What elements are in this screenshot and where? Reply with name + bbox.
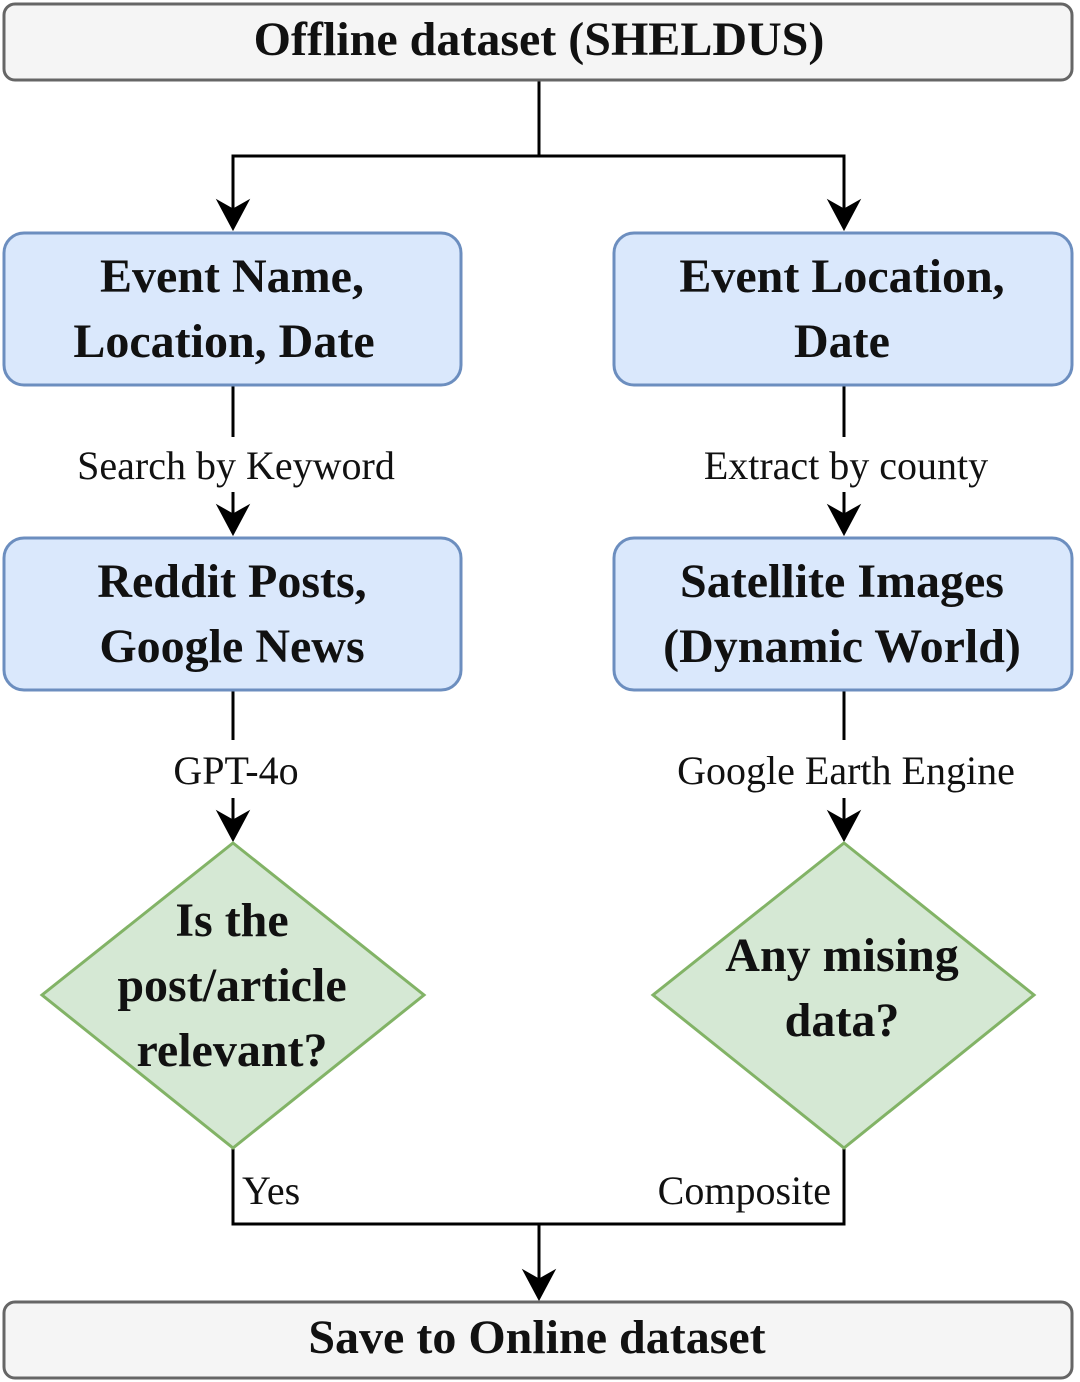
event-location-box: Event Location, Date [612,231,1074,387]
satellite-images-box: Satellite Images (Dynamic World) [612,536,1074,692]
event-name-label-line1: Event Name, [100,250,364,303]
satellite-images-label-line1: Satellite Images [680,555,1004,608]
arrowhead-right1 [826,198,862,232]
arrowhead-left-decision [215,809,251,843]
reddit-news-label-line2: Google News [99,620,364,673]
split-connector [231,80,541,214]
event-location-rect [612,231,1074,387]
search-by-keyword-label: Search by Keyword [77,443,395,488]
arrowhead-right2 [826,503,862,537]
relevance-label-line3: relevant? [136,1024,327,1077]
arrowhead-left1 [215,198,251,232]
reddit-news-rect [2,536,463,692]
event-name-rect [2,231,463,387]
composite-label: Composite [658,1168,831,1213]
missing-data-diamond [650,841,1037,1150]
save-online-dataset-label: Save to Online dataset [308,1311,765,1364]
yes-label: Yes [242,1168,300,1213]
satellite-images-label-line2: (Dynamic World) [663,620,1021,673]
relevance-diamond [39,841,427,1150]
event-location-label-line1: Event Location, [679,250,1004,303]
google-earth-engine-label: Google Earth Engine [677,748,1015,793]
arrowhead-left2 [215,503,251,537]
reddit-news-label-line1: Reddit Posts, [97,555,366,608]
offline-dataset-box: Offline dataset (SHELDUS) [2,2,1074,82]
missing-data-label-line1: Any mising [725,929,958,982]
event-name-label-line2: Location, Date [73,315,374,368]
offline-dataset-label: Offline dataset (SHELDUS) [254,13,825,66]
satellite-images-rect [612,536,1074,692]
save-online-dataset-rect [2,1300,1074,1380]
reddit-news-box: Reddit Posts, Google News [2,536,463,692]
gpt-4o-label: GPT-4o [173,748,298,793]
event-location-label-line2: Date [794,315,890,368]
extract-by-county-label: Extract by county [704,443,988,488]
offline-dataset-rect [2,2,1074,82]
arrowhead-bottom [521,1268,557,1302]
missing-data-label-line2: data? [785,994,900,1047]
event-name-box: Event Name, Location, Date [2,231,463,387]
relevance-label-line2: post/article [117,959,346,1012]
save-online-dataset-box: Save to Online dataset [2,1300,1074,1380]
relevance-decision: Is the post/article relevant? [39,841,427,1150]
relevance-label-line1: Is the [175,894,288,947]
split-connector-right [539,154,846,214]
missing-data-decision: Any mising data? [650,841,1037,1150]
connectors [215,80,862,1302]
arrowhead-right-decision [826,809,862,843]
